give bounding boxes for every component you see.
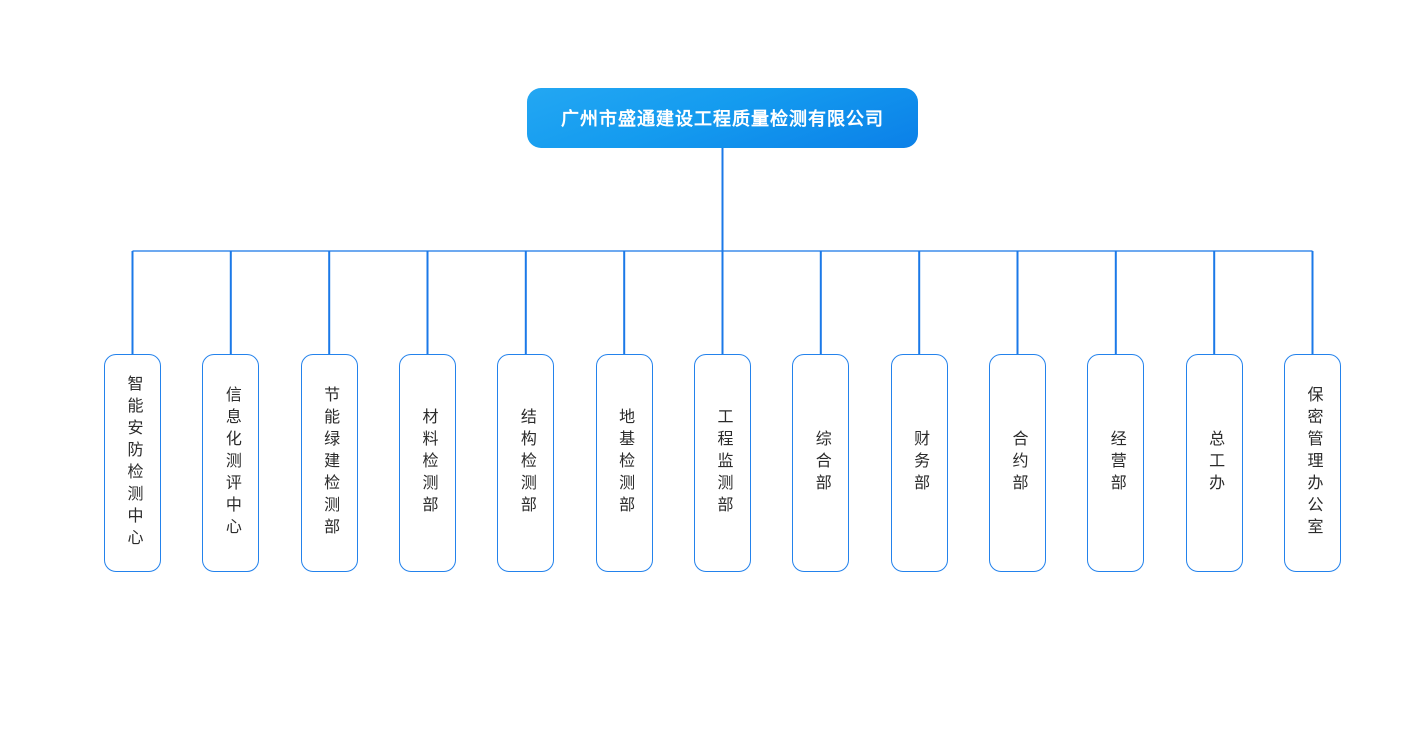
org-node-label: 总工办	[1206, 430, 1224, 496]
department-row: 智能安防检测中心 信息化测评中心 节能绿建检测部 材料检测部 结构检测部 地基检…	[104, 354, 1341, 572]
org-node-label: 工程监测部	[714, 408, 732, 518]
org-node-label: 智能安防检测中心	[124, 375, 142, 551]
org-node-label: 保密管理办公室	[1304, 386, 1322, 540]
org-node-label: 材料检测部	[419, 408, 437, 518]
org-root-label: 广州市盛通建设工程质量检测有限公司	[561, 109, 884, 129]
org-node: 节能绿建检测部	[300, 354, 358, 572]
org-node-label: 财务部	[911, 430, 929, 496]
org-root-node: 广州市盛通建设工程质量检测有限公司	[527, 88, 918, 148]
org-node: 信息化测评中心	[202, 354, 260, 572]
org-node: 经营部	[1087, 354, 1145, 572]
org-node: 保密管理办公室	[1283, 354, 1341, 572]
org-node: 总工办	[1185, 354, 1243, 572]
org-node: 综合部	[792, 354, 850, 572]
org-node: 结构检测部	[497, 354, 555, 572]
org-node-label: 结构检测部	[517, 408, 535, 518]
org-node: 智能安防检测中心	[104, 354, 161, 572]
org-node: 财务部	[890, 354, 948, 572]
org-node: 材料检测部	[398, 354, 456, 572]
org-node: 工程监测部	[693, 354, 751, 572]
org-node: 合约部	[988, 354, 1046, 572]
org-node-label: 合约部	[1009, 430, 1027, 496]
org-node-label: 综合部	[812, 430, 830, 496]
org-node: 地基检测部	[595, 354, 653, 572]
org-node-label: 地基检测部	[616, 408, 634, 518]
org-node-label: 节能绿建检测部	[321, 386, 339, 540]
org-node-label: 信息化测评中心	[222, 386, 240, 540]
org-node-label: 经营部	[1107, 430, 1125, 496]
